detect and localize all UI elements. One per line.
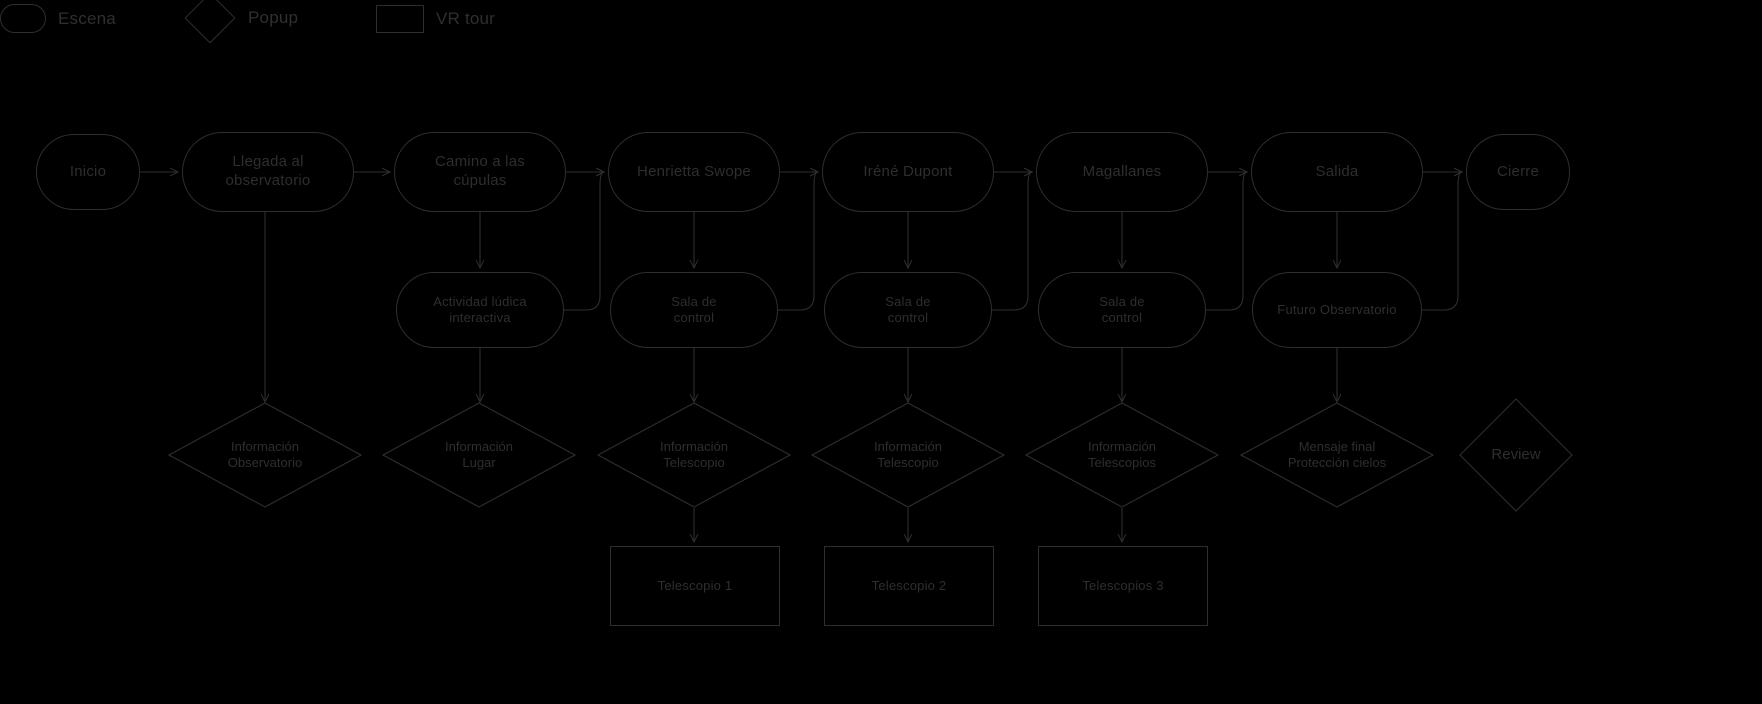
scene-node-inicio[interactable]: Inicio <box>36 134 140 210</box>
scene-node-irene-dupont[interactable]: Iréné Dupont <box>822 132 994 212</box>
legend-item-vr-tour: VR tour <box>376 5 495 33</box>
legend-item-popup: Popup <box>184 0 299 44</box>
popup-node-informacion-observatorio[interactable]: Información Observatorio <box>169 403 361 507</box>
popup-node-informacion-lugar[interactable]: Información Lugar <box>383 403 575 507</box>
popup-label: Información Telescopio <box>874 438 942 470</box>
scene-node-magallanes[interactable]: Magallanes <box>1036 132 1208 212</box>
popup-label: Información Observatorio <box>227 438 303 470</box>
popup-label: Información Lugar <box>445 438 513 470</box>
rounded-rect-icon <box>0 4 46 33</box>
scene-node-actividad-ludica-interactiva[interactable]: Actividad lúdica interactiva <box>396 272 564 348</box>
vr-tour-node-telescopios-3[interactable]: Telescopios 3 <box>1038 546 1208 626</box>
scene-node-camino-a-las-cupulas[interactable]: Camino a las cúpulas <box>394 132 566 212</box>
popup-label: Review <box>1491 445 1541 463</box>
popup-label: Mensaje final Protección cielos <box>1287 438 1387 470</box>
scene-node-salida[interactable]: Salida <box>1251 132 1423 212</box>
popup-node-informacion-telescopio-1[interactable]: Información Telescopio <box>598 403 790 507</box>
scene-node-llegada-al-observatorio[interactable]: Llegada al observatorio <box>182 132 354 212</box>
legend-label-popup: Popup <box>248 8 299 27</box>
scene-node-henrietta-swope[interactable]: Henrietta Swope <box>608 132 780 212</box>
vr-tour-node-telescopio-1[interactable]: Telescopio 1 <box>610 546 780 626</box>
scene-node-sala-de-control-2[interactable]: Sala de control <box>824 272 992 348</box>
scene-node-futuro-observatorio[interactable]: Futuro Observatorio <box>1252 272 1422 348</box>
popup-node-informacion-telescopio-2[interactable]: Información Telescopio <box>812 403 1004 507</box>
scene-node-sala-de-control-1[interactable]: Sala de control <box>610 272 778 348</box>
legend-label-escena: Escena <box>58 8 116 28</box>
scene-node-cierre[interactable]: Cierre <box>1466 134 1570 210</box>
popup-label: Información Telescopios <box>1088 438 1156 470</box>
vr-tour-node-telescopio-2[interactable]: Telescopio 2 <box>824 546 994 626</box>
popup-label: Información Telescopio <box>660 438 728 470</box>
popup-node-review[interactable]: Review <box>1460 399 1572 511</box>
legend-item-escena: Escena <box>0 4 116 33</box>
popup-node-mensaje-final[interactable]: Mensaje final Protección cielos <box>1241 403 1433 507</box>
rect-icon <box>376 5 424 33</box>
scene-node-sala-de-control-3[interactable]: Sala de control <box>1038 272 1206 348</box>
popup-node-informacion-telescopios-3[interactable]: Información Telescopios <box>1026 403 1218 507</box>
legend-label-vr-tour: VR tour <box>436 9 496 28</box>
